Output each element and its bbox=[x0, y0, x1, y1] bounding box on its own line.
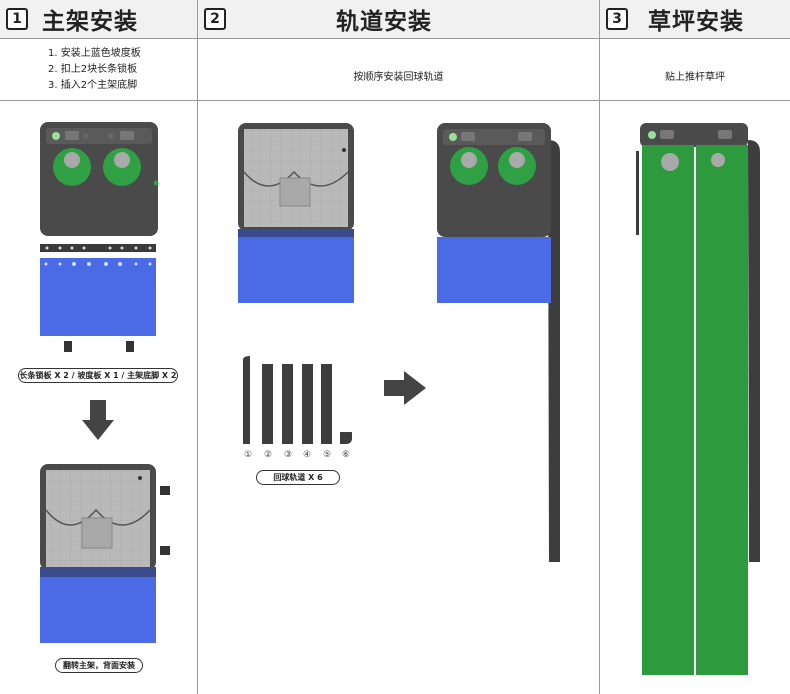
lock-strip-back bbox=[40, 567, 156, 577]
blue-ramp-back bbox=[40, 577, 156, 643]
lock-strip bbox=[40, 244, 156, 252]
return-tracks bbox=[243, 356, 352, 444]
track-number-4: ④ bbox=[303, 450, 311, 460]
frame-foot bbox=[160, 486, 170, 495]
parts-label: 长条锁板 X 2 / 坡度板 X 1 / 主架底脚 X 2 bbox=[18, 368, 178, 383]
header-divider bbox=[0, 38, 790, 39]
main-frame-back bbox=[40, 464, 156, 570]
track-number-5: ⑤ bbox=[323, 450, 331, 460]
frame-with-tracks bbox=[437, 123, 560, 562]
step-1-title: 主架安装 bbox=[42, 9, 138, 35]
track-number-6: ⑥ bbox=[342, 450, 350, 460]
step-1-number: 1 bbox=[6, 8, 28, 30]
right-arrow-icon bbox=[384, 371, 426, 405]
tracks-label: 回球轨道 X 6 bbox=[256, 470, 340, 485]
frame-foot bbox=[126, 341, 134, 352]
main-frame-top bbox=[40, 122, 159, 236]
track-number-3: ③ bbox=[284, 450, 292, 460]
step-1-instructions: 1. 安装上蓝色坡度板 2. 扣上2块长条锁板 3. 插入2个主架底脚 bbox=[48, 46, 141, 94]
turf-left bbox=[642, 145, 694, 675]
step-3-instruction: 贴上推杆草坪 bbox=[665, 72, 725, 83]
step-1-instruction-2: 2. 扣上2块长条锁板 bbox=[48, 64, 138, 75]
turf-right bbox=[696, 145, 748, 675]
step-1-instruction-3: 3. 插入2个主架底脚 bbox=[48, 80, 138, 91]
frame-foot bbox=[160, 546, 170, 555]
blue-ramp bbox=[40, 258, 156, 336]
column-divider-1 bbox=[197, 0, 198, 694]
frame-foot bbox=[64, 341, 72, 352]
frame-with-turf bbox=[636, 123, 760, 675]
flip-label: 翻转主架，背面安装 bbox=[55, 658, 143, 673]
track-number-2: ② bbox=[264, 450, 272, 460]
step-2-number: 2 bbox=[204, 8, 226, 30]
step-3-title: 草坪安装 bbox=[648, 9, 744, 35]
step-2-instruction: 按顺序安装回球轨道 bbox=[353, 72, 444, 83]
frame-with-ramp bbox=[238, 123, 354, 303]
step-1-instruction-1: 1. 安装上蓝色坡度板 bbox=[48, 48, 141, 59]
column-divider-2 bbox=[599, 0, 600, 694]
instruction-divider bbox=[0, 100, 790, 101]
track-number-1: ① bbox=[244, 450, 252, 460]
step-2-header: 2 轨道安装 bbox=[204, 0, 432, 38]
step-1-header: 1 主架安装 bbox=[6, 0, 138, 38]
step-3-header: 3 草坪安装 bbox=[606, 0, 744, 38]
step-3-number: 3 bbox=[606, 8, 628, 30]
header-band bbox=[0, 0, 790, 38]
step-2-title: 轨道安装 bbox=[336, 9, 432, 35]
down-arrow-icon bbox=[82, 400, 114, 440]
